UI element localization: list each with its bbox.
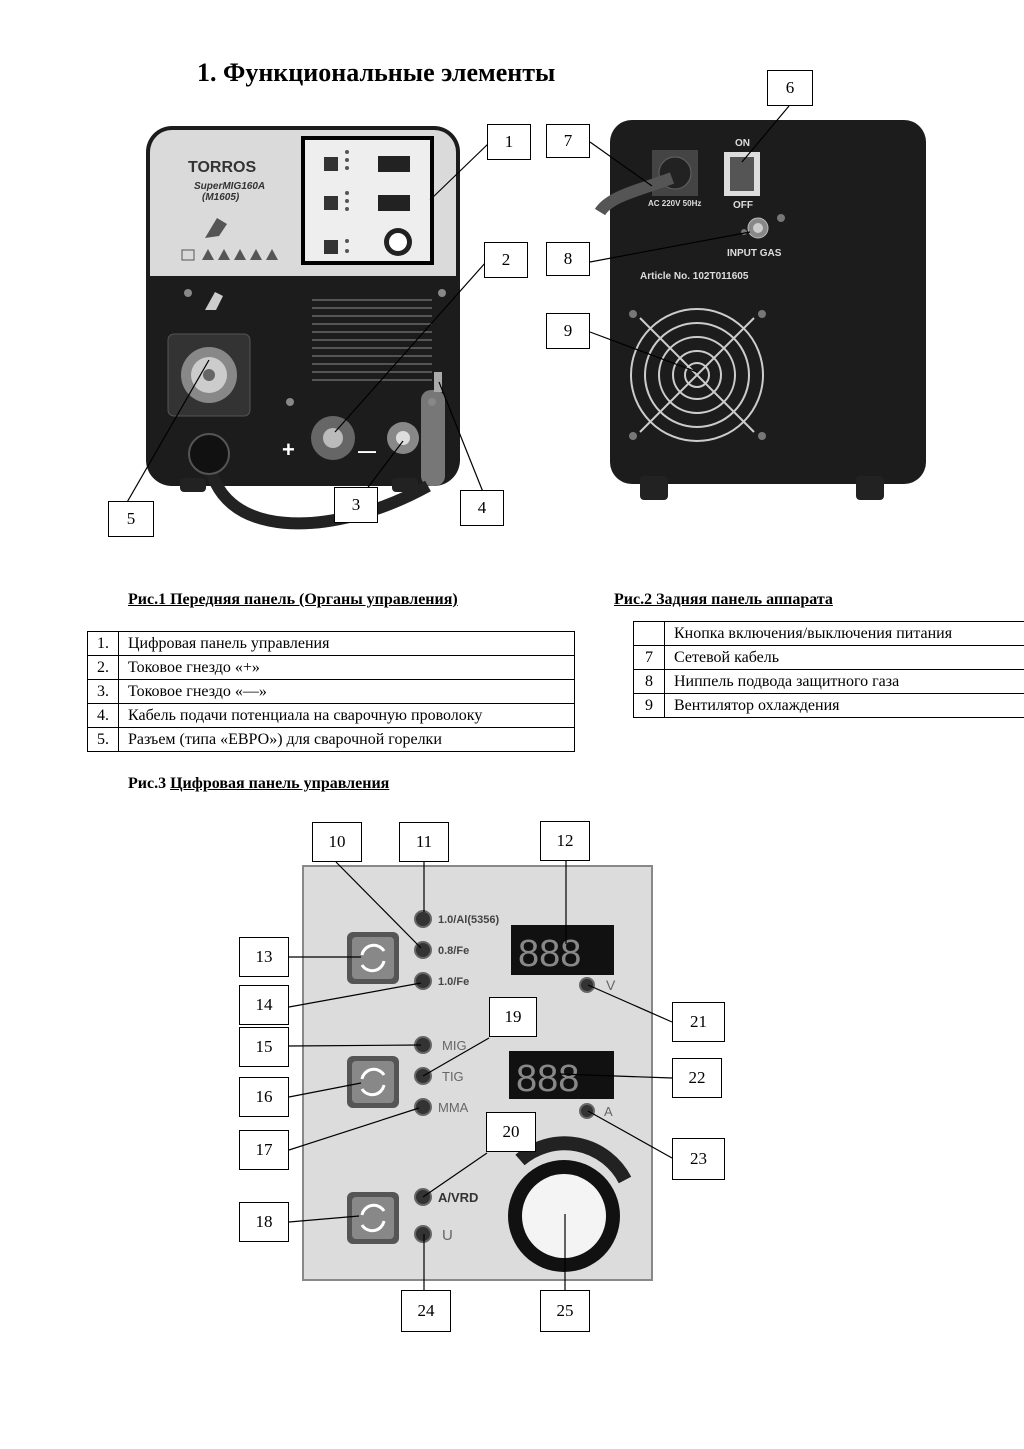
table-row: 1.Цифровая панель управления — [87, 631, 575, 656]
fig3-caption: Рис.3 Цифровая панель управления — [128, 775, 390, 792]
callout-1: 1 — [487, 124, 531, 160]
led-label-fe08: 0.8/Fe — [438, 945, 469, 957]
model-text: SuperMIG160A — [194, 181, 265, 192]
digital-panel-illustration: 1.0/Al(5356) 0.8/Fe 1.0/Fe MIG TIG MMA A… — [288, 861, 673, 1290]
callout-19: 19 — [489, 997, 537, 1037]
status-leds — [414, 910, 595, 1243]
callout-3: 3 — [334, 487, 378, 523]
led-label-al: 1.0/Al(5356) — [438, 914, 499, 926]
callout-21: 21 — [672, 1002, 725, 1042]
led-label-mma: MMA — [438, 1100, 469, 1115]
fig2-caption: Рис.2 Задняя панель аппарата — [614, 591, 833, 608]
plus-sign: + — [282, 437, 295, 462]
callout-13: 13 — [239, 937, 289, 977]
switch-on-label: ON — [735, 138, 750, 149]
callout-22: 22 — [672, 1058, 722, 1098]
mode-select-button — [347, 1056, 399, 1108]
callout-7: 7 — [546, 124, 590, 158]
welder-pictogram — [205, 218, 227, 238]
param-select-button — [347, 1192, 399, 1244]
minus-sign: — — [358, 441, 376, 461]
callout-5: 5 — [108, 501, 154, 537]
switch-off-label: OFF — [733, 200, 753, 211]
gas-label: INPUT GAS — [727, 248, 782, 259]
warning-icons — [181, 249, 278, 261]
callout-4: 4 — [460, 490, 504, 526]
table-row: 3.Токовое гнездо «—» — [87, 679, 575, 704]
fig3-leader-lines — [288, 861, 673, 1290]
led-label-vrd: A/VRD — [438, 1190, 478, 1205]
voltage-display: 888 — [511, 925, 614, 975]
model-code-text: (M1605) — [202, 192, 240, 203]
svg-text:888: 888 — [516, 1058, 579, 1100]
mains-label: AC 220V 50Hz — [648, 199, 701, 208]
brand-logo: TORROS — [188, 159, 256, 176]
callout-15: 15 — [239, 1027, 289, 1067]
callout-8: 8 — [546, 242, 590, 276]
led-label-u: U — [442, 1227, 453, 1244]
fig1-leader-lines — [125, 105, 790, 505]
unit-a-label: A — [604, 1104, 613, 1119]
callout-17: 17 — [239, 1130, 289, 1170]
rear-unit-image: AC 220V 50Hz ON OFF INPUT GAS Article No… — [594, 120, 926, 500]
callout-24: 24 — [401, 1290, 451, 1332]
callout-2: 2 — [484, 242, 528, 278]
led-label-fe10: 1.0/Fe — [438, 976, 469, 988]
fig1-caption: Рис.1 Передняя панель (Органы управления… — [128, 591, 458, 608]
led-label-mig: MIG — [442, 1038, 467, 1053]
callout-11: 11 — [399, 822, 449, 862]
machine-illustrations: TORROS SuperMIG160A (M1605) — [125, 105, 926, 530]
callout-18: 18 — [239, 1202, 289, 1242]
table-row: 5.Разъем (типа «ЕВРО») для сварочной гор… — [87, 727, 575, 752]
table-row: 4.Кабель подачи потенциала на сварочную … — [87, 703, 575, 728]
table-row: Кнопка включения/выключения питания — [633, 621, 1024, 646]
callout-16: 16 — [239, 1077, 289, 1117]
callout-10: 10 — [312, 822, 362, 862]
callout-9: 9 — [546, 313, 590, 349]
wire-select-button — [347, 932, 399, 984]
callout-6: 6 — [767, 70, 813, 106]
callout-23: 23 — [672, 1138, 725, 1180]
unit-v-label: V — [606, 977, 616, 993]
table-row: 2.Токовое гнездо «+» — [87, 655, 575, 680]
callout-12: 12 — [540, 821, 590, 861]
callout-25: 25 — [540, 1290, 590, 1332]
callout-14: 14 — [239, 985, 289, 1025]
page-heading: 1. Функциональные элементы — [197, 58, 556, 87]
potential-cable — [421, 390, 445, 486]
front-panel-legend-table: 1.Цифровая панель управления 2.Токовое г… — [87, 631, 575, 752]
cooling-fan — [630, 308, 764, 442]
front-control-panel — [301, 136, 434, 265]
adjustment-knob — [508, 1136, 632, 1272]
article-number: Article No. 102T011605 — [640, 271, 749, 282]
svg-text:888: 888 — [518, 933, 581, 975]
front-unit-image: TORROS SuperMIG160A (M1605) — [146, 126, 460, 530]
callout-20: 20 — [486, 1112, 536, 1152]
led-label-tig: TIG — [442, 1069, 464, 1084]
